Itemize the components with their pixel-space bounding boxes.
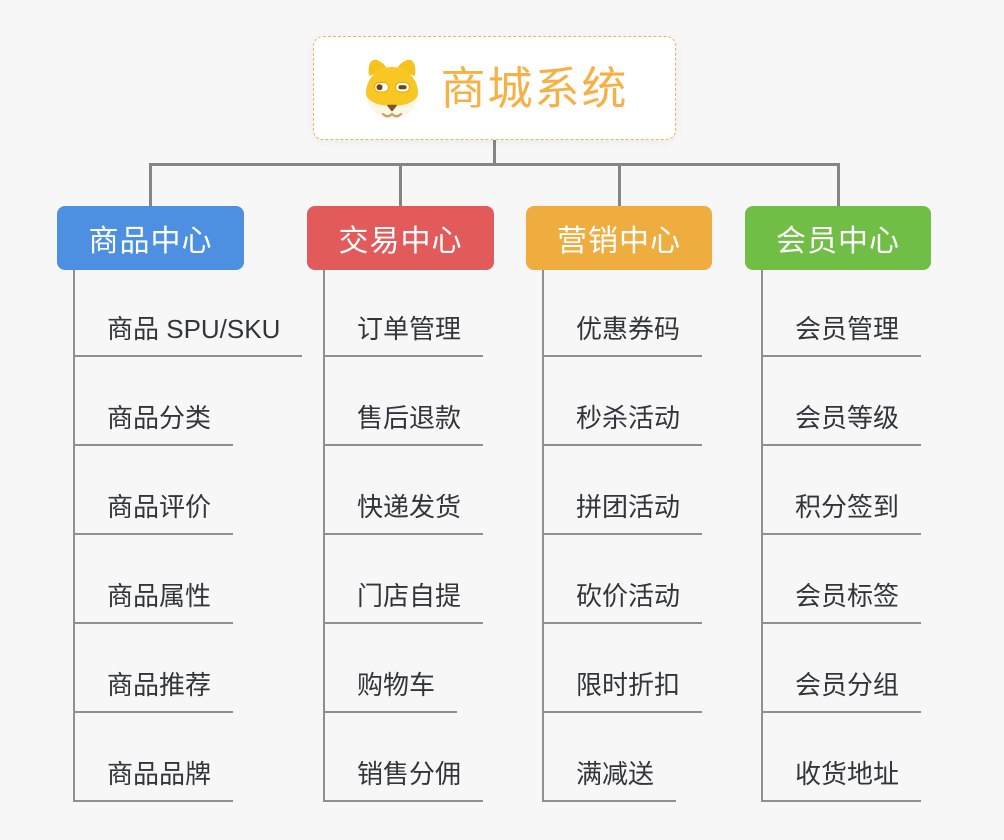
sub-topic[interactable]: 商品品牌 bbox=[73, 756, 234, 802]
branch-trunk-line bbox=[323, 270, 325, 802]
branch-member-center: 会员中心 会员管理会员等级积分签到会员标签会员分组收货地址 bbox=[745, 206, 931, 802]
root-connector-line bbox=[493, 140, 496, 166]
sub-topic[interactable]: 销售分佣 bbox=[323, 756, 484, 802]
branch-header[interactable]: 商品中心 bbox=[57, 206, 244, 270]
branch-trunk-line bbox=[761, 270, 763, 802]
sub-topic[interactable]: 满减送 bbox=[542, 756, 677, 802]
sub-topic[interactable]: 拼团活动 bbox=[542, 489, 703, 535]
sub-topic[interactable]: 会员标签 bbox=[761, 578, 922, 624]
sub-topic[interactable]: 积分签到 bbox=[761, 489, 922, 535]
branch-marketing-center: 营销中心 优惠券码秒杀活动拼团活动砍价活动限时折扣满减送 bbox=[526, 206, 712, 802]
sub-topic[interactable]: 会员管理 bbox=[761, 311, 922, 357]
branch-drop-line bbox=[837, 163, 840, 206]
branch-header[interactable]: 营销中心 bbox=[526, 206, 712, 270]
branch-drop-line bbox=[399, 163, 402, 206]
sub-topic[interactable]: 订单管理 bbox=[323, 311, 484, 357]
sub-topic[interactable]: 商品属性 bbox=[73, 578, 234, 624]
branch-trade-center: 交易中心 订单管理售后退款快递发货门店自提购物车销售分佣 bbox=[307, 206, 494, 802]
sub-topic[interactable]: 快递发货 bbox=[323, 489, 484, 535]
root-topic-node[interactable]: 商城系统 bbox=[313, 36, 676, 140]
sub-topic[interactable]: 门店自提 bbox=[323, 578, 484, 624]
sub-topic[interactable]: 秒杀活动 bbox=[542, 400, 703, 446]
branch-trunk-line bbox=[73, 270, 75, 802]
sub-topic[interactable]: 会员等级 bbox=[761, 400, 922, 446]
sub-topic[interactable]: 商品 SPU/SKU bbox=[73, 311, 303, 357]
branch-trunk-line bbox=[542, 270, 544, 802]
root-topic-title: 商城系统 bbox=[440, 62, 629, 114]
sub-topic[interactable]: 商品分类 bbox=[73, 400, 234, 446]
branch-drop-line bbox=[149, 163, 152, 206]
branch-product-center: 商品中心 商品 SPU/SKU 商品分类商品评价商品属性商品推荐商品品牌 bbox=[57, 206, 303, 802]
branch-drop-line bbox=[618, 163, 621, 206]
sub-topic[interactable]: 购物车 bbox=[323, 667, 458, 713]
sub-topic[interactable]: 优惠券码 bbox=[542, 311, 703, 357]
sub-topic[interactable]: 限时折扣 bbox=[542, 667, 703, 713]
sub-topic[interactable]: 售后退款 bbox=[323, 400, 484, 446]
sub-topic[interactable]: 商品评价 bbox=[73, 489, 234, 535]
branch-header[interactable]: 会员中心 bbox=[745, 206, 931, 270]
sub-topic[interactable]: 商品推荐 bbox=[73, 667, 234, 713]
branch-header[interactable]: 交易中心 bbox=[307, 206, 494, 270]
sub-topic[interactable]: 收货地址 bbox=[761, 756, 922, 802]
sub-topic[interactable]: 砍价活动 bbox=[542, 578, 703, 624]
sub-topic[interactable]: 会员分组 bbox=[761, 667, 922, 713]
branch-connector-bar bbox=[149, 163, 840, 166]
dog-face-icon bbox=[366, 59, 419, 119]
